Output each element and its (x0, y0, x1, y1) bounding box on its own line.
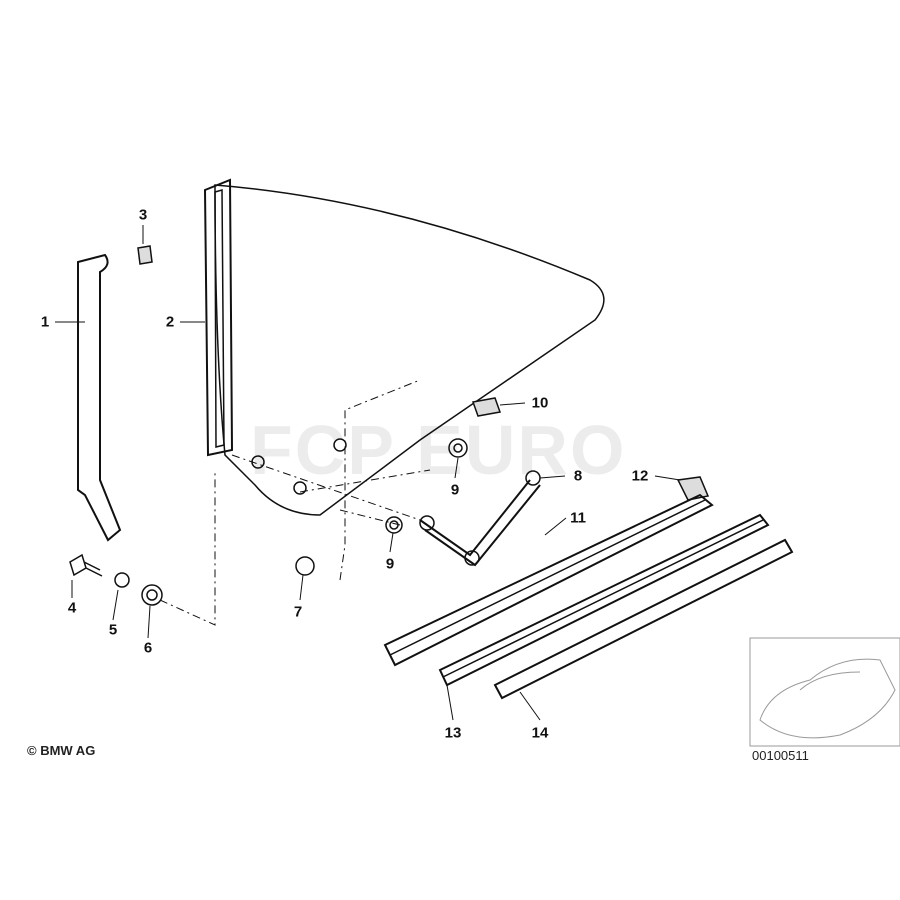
callout-9a: 9 (450, 481, 460, 499)
diagram-number: 00100511 (752, 748, 809, 763)
callout-6: 6 (143, 639, 153, 657)
callout-10: 10 (531, 394, 549, 412)
callout-4: 4 (67, 599, 77, 617)
window-linkage (419, 479, 541, 567)
callout-5: 5 (108, 621, 118, 639)
clip (137, 245, 153, 265)
callout-2: 2 (165, 313, 175, 331)
callout-1: 1 (40, 313, 50, 331)
callout-7: 7 (293, 603, 303, 621)
callout-9b: 9 (385, 555, 395, 573)
callout-12: 12 (631, 467, 649, 485)
window-glass (214, 184, 605, 516)
car-thumbnail (749, 637, 900, 747)
callout-11: 11 (570, 509, 586, 527)
glass-seal (203, 178, 234, 457)
callout-3: 3 (138, 206, 148, 224)
callout-13: 13 (444, 724, 462, 742)
bolt (69, 553, 103, 577)
callout-8: 8 (573, 467, 583, 485)
pillar-trim (77, 253, 122, 542)
seal-strip-11 (383, 493, 714, 667)
seal-strip-13 (438, 513, 770, 687)
copyright: © BMW AG (27, 743, 96, 758)
callout-14: 14 (531, 724, 549, 742)
seal-strip-14 (493, 538, 794, 700)
